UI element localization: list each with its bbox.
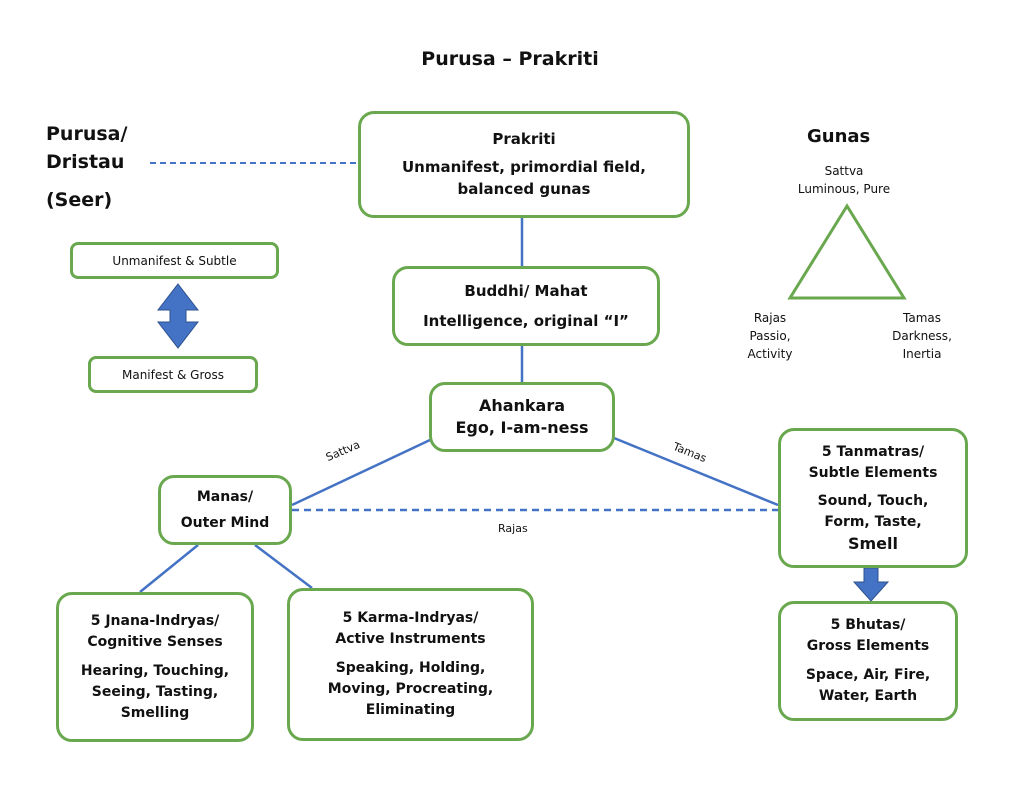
tanmatras-title-2: Subtle Elements: [808, 464, 938, 481]
prakriti-line-2: balanced gunas: [457, 179, 591, 198]
prakriti-title: Prakriti: [492, 129, 556, 148]
tanmatras-line-2: Form, Taste,: [824, 513, 922, 530]
jnana-line-1: Hearing, Touching,: [80, 662, 230, 679]
gunas-rajas-line-3: Activity: [747, 347, 793, 361]
ahankara-tanmatras-connector: [613, 436, 779, 507]
purusa-line-3: (Seer): [46, 189, 113, 211]
prakriti-line-1: Unmanifest, primordial field,: [402, 157, 646, 176]
manas-line-2: Outer Mind: [180, 515, 270, 531]
gunas-tamas-line-2: Darkness,: [892, 329, 952, 343]
karma-line-3: Eliminating: [365, 702, 456, 718]
gunas-triangle: [787, 203, 907, 300]
karma-line-2: Moving, Procreating,: [327, 681, 494, 697]
buddhi-box: Buddhi/ Mahat Intelligence, original “I”: [392, 266, 660, 346]
jnana-line-3: Smelling: [120, 704, 190, 721]
prakriti-box: Prakriti Unmanifest, primordial field, b…: [358, 111, 690, 218]
purusa-line-2: Dristau: [46, 151, 125, 173]
karma-indryas-box: 5 Karma-Indryas/ Active Instruments Spea…: [287, 588, 534, 741]
gunas-title: Gunas: [807, 126, 871, 147]
tanmatras-to-bhutas-arrow: [852, 567, 890, 602]
karma-title-2: Active Instruments: [335, 631, 486, 647]
page-title: Purusa – Prakriti: [421, 48, 599, 70]
purusa-label: Purusa/ Dristau (Seer): [46, 120, 127, 214]
gunas-sattva-label: Sattva Luminous, Pure: [774, 162, 914, 198]
gunas-sattva-line-1: Sattva: [824, 164, 864, 178]
bhutas-line-2: Water, Earth: [818, 688, 918, 704]
tanmatras-title-1: 5 Tanmatras/: [821, 443, 925, 460]
manifest-gross-label: Manifest & Gross: [121, 367, 224, 382]
manifest-gross-box: Manifest & Gross: [88, 356, 258, 393]
jnana-indryas-box: 5 Jnana-Indryas/ Cognitive Senses Hearin…: [56, 592, 254, 742]
manas-line-1: Manas/: [196, 489, 254, 505]
unmanifest-subtle-label: Unmanifest & Subtle: [112, 253, 237, 268]
jnana-line-2: Seeing, Tasting,: [91, 683, 219, 700]
gunas-sattva-line-2: Luminous, Pure: [797, 182, 891, 196]
karma-line-1: Speaking, Holding,: [335, 660, 486, 676]
jnana-title-1: 5 Jnana-Indryas/: [90, 612, 220, 629]
gunas-rajas-line-1: Rajas: [753, 311, 787, 325]
unmanifest-manifest-double-arrow: [156, 283, 200, 349]
gunas-rajas-line-2: Passio,: [749, 329, 791, 343]
bhutas-title-1: 5 Bhutas/: [830, 617, 906, 633]
manas-karma-connector: [254, 544, 313, 589]
edge-label-rajas: Rajas: [498, 522, 528, 535]
tanmatras-line-1: Sound, Touch,: [817, 492, 929, 509]
purusa-line-1: Purusa/: [46, 123, 128, 145]
buddhi-line-1: Intelligence, original “I”: [423, 312, 629, 330]
gunas-tamas-label: Tamas Darkness, Inertia: [874, 309, 970, 363]
bhutas-box: 5 Bhutas/ Gross Elements Space, Air, Fir…: [778, 601, 958, 721]
unmanifest-subtle-box: Unmanifest & Subtle: [70, 242, 279, 279]
gunas-tamas-line-1: Tamas: [903, 311, 941, 325]
ahankara-line-1: Ahankara: [478, 396, 566, 415]
manas-jnana-connector: [139, 544, 199, 593]
bhutas-line-1: Space, Air, Fire,: [805, 667, 931, 683]
manas-box: Manas/ Outer Mind: [158, 475, 292, 545]
ahankara-line-2: Ego, I-am-ness: [455, 418, 589, 437]
karma-title-1: 5 Karma-Indryas/: [342, 610, 479, 626]
bhutas-title-2: Gross Elements: [806, 638, 930, 654]
tanmatras-line-3: Smell: [847, 533, 898, 553]
jnana-title-2: Cognitive Senses: [87, 633, 223, 650]
gunas-rajas-label: Rajas Passio, Activity: [728, 309, 812, 363]
ahankara-box: Ahankara Ego, I-am-ness: [429, 382, 615, 452]
tanmatras-box: 5 Tanmatras/ Subtle Elements Sound, Touc…: [778, 428, 968, 568]
ahankara-manas-connector: [291, 438, 431, 507]
gunas-tamas-line-3: Inertia: [902, 347, 942, 361]
buddhi-title: Buddhi/ Mahat: [464, 282, 588, 300]
